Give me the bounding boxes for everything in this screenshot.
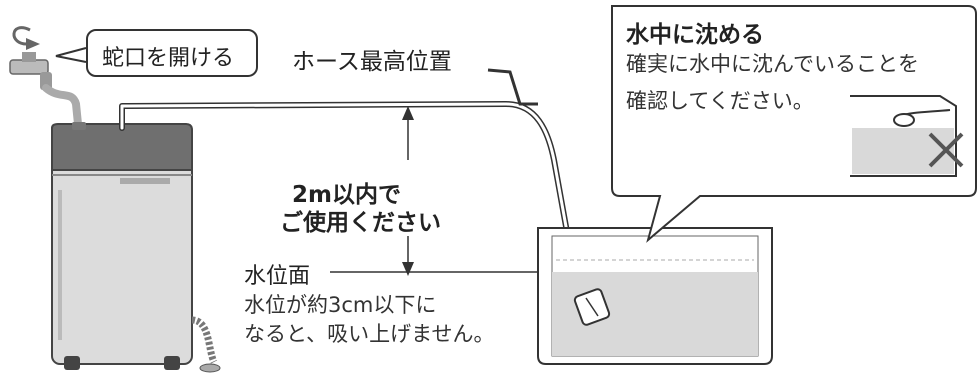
hose-max-label: ホース最高位置 [292, 49, 452, 75]
wrong-example-inset [850, 95, 964, 177]
submerge-title: 水中に沈める [626, 22, 764, 48]
drain-outlet [199, 363, 221, 373]
faucet-hose [42, 84, 82, 128]
drain-hose [191, 316, 218, 364]
water-level-note-line1: 水位が約3cm以下に [244, 293, 437, 317]
washing-machine [51, 122, 193, 370]
faucet-callout-pointer [55, 47, 87, 63]
height-arrow [402, 106, 414, 276]
faucet-callout: 蛇口を開ける [86, 29, 258, 77]
hose-max-leader [487, 68, 538, 106]
bathtub [537, 227, 773, 365]
water-level-title: 水位面 [244, 264, 311, 289]
water-level-note-line2: なると、吸い上げません。 [244, 322, 495, 346]
height-range-line1: 2m以内で [292, 182, 401, 208]
faucet-icon [9, 26, 52, 90]
submerge-callout-balloon [611, 5, 977, 243]
submerge-line2: 確認してください。 [626, 89, 814, 113]
height-range-line2: ご使用ください [280, 210, 441, 236]
faucet-callout-text: 蛇口を開ける [102, 46, 235, 71]
submerge-line1: 確実に水中に沈んでいることを [626, 52, 919, 76]
hose-filter [573, 288, 611, 326]
